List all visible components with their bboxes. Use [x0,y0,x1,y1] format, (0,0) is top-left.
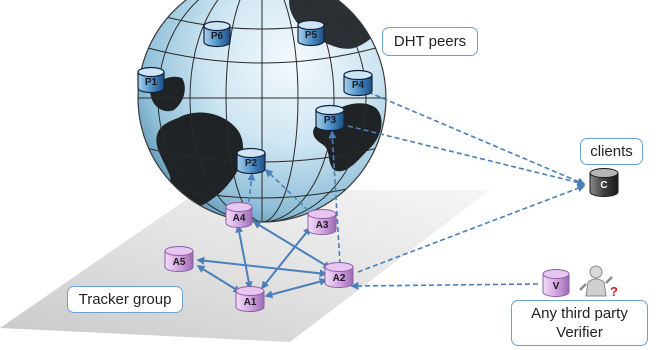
tracker-group-label: Tracker group [78,291,172,308]
tracker-label-a5: A5 [173,257,186,268]
peer-node-p5: P5 [297,19,325,47]
peer-node-p1: P1 [137,66,165,94]
verifier-node-v: V [542,269,570,297]
tracker-node-a5: A5 [164,246,194,272]
peer-node-p3: P3 [315,104,345,132]
peer-label-p4: P4 [352,80,365,91]
verifier-label-v: V [553,281,560,292]
clients-label: clients [590,143,633,160]
client-node-c: C [589,168,619,197]
peer-label-p6: P6 [211,31,224,42]
dht-peers-callout: DHT peers [382,27,478,56]
peer-label-p2: P2 [245,158,258,169]
question-mark-person-icon: ? [579,265,618,299]
peer-label-p1: P1 [145,77,158,88]
tracker-label-a2: A2 [333,273,346,284]
dht-links [247,91,586,290]
verifier-label-line1: Any third party [531,305,628,322]
globe [137,0,387,223]
tracker-label-a4: A4 [233,213,246,224]
peer-node-p6: P6 [203,20,231,48]
client-label-c: C [600,180,607,191]
peer-node-p4: P4 [343,69,373,97]
peer-label-p3: P3 [324,115,337,126]
tracker-node-a2: A2 [324,262,354,288]
tracker-node-a3: A3 [307,209,337,235]
tracker-node-a4: A4 [225,202,253,228]
svg-text:?: ? [610,284,618,299]
peer-node-p2: P2 [236,147,266,175]
dht-peers-label: DHT peers [393,33,467,50]
tracker-mesh [196,221,332,299]
tracker-node-a1: A1 [235,286,265,312]
tracker-label-a3: A3 [316,220,329,231]
tracker-group-callout: Tracker group [67,286,183,313]
tracker-label-a1: A1 [244,297,257,308]
peer-label-p5: P5 [305,30,318,41]
verifier-label-line2: Verifier [556,324,603,341]
clients-callout: clients [580,138,643,165]
verifier-callout: Any third party Verifier [511,300,648,346]
